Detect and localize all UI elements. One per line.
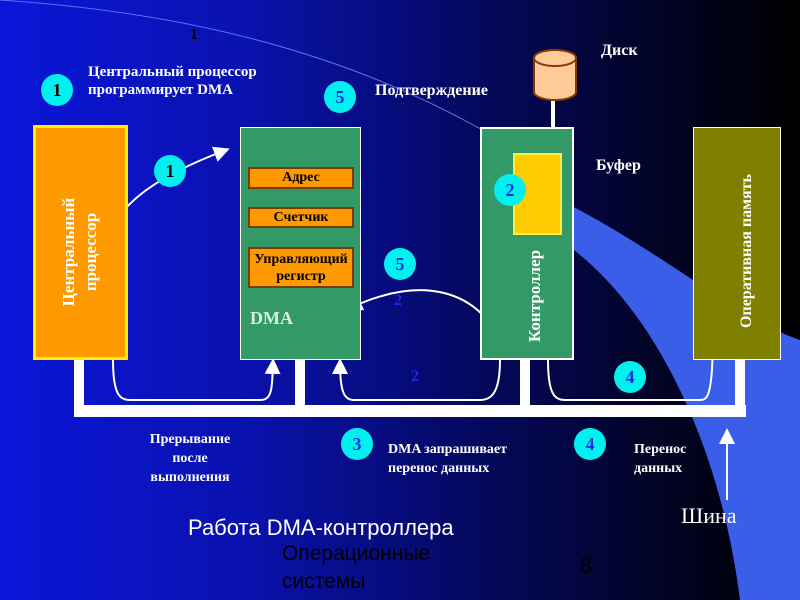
- step-badge-4: 4: [574, 428, 606, 460]
- loop-controller-to-dma: [332, 358, 501, 401]
- step-badge-1-arrow: 1: [154, 155, 186, 187]
- buffer-label: Буфер: [596, 157, 641, 174]
- dma-label: DMA: [250, 308, 293, 328]
- cpu-box: [33, 125, 128, 360]
- step-1-text: Центральный процессор программирует DMA: [88, 64, 257, 98]
- loop-cpu-to-dma: [112, 358, 281, 401]
- bus-bar: [74, 405, 746, 417]
- step-4-text: Перенос данных: [634, 442, 687, 476]
- background-swoosh: [560, 200, 800, 600]
- bus-stub-dma: [295, 358, 305, 408]
- step-badge-3: 3: [341, 428, 373, 460]
- step-5-text: Подтверждение: [375, 82, 488, 99]
- memory-box: [693, 127, 781, 360]
- dma-register-address: Адрес: [248, 167, 354, 189]
- footer-course: Операционные системы: [282, 542, 431, 593]
- bus-label: Шина: [681, 503, 737, 528]
- step-badge-5-arrow: 5: [384, 248, 416, 280]
- interrupt-text: Прерывание после выполнения: [149, 432, 231, 485]
- slide-title: Работа DMA-контроллера: [188, 515, 454, 540]
- bus-stub-memory: [735, 358, 745, 408]
- arrow-controller-to-dma: [346, 289, 491, 324]
- footer-page-number: 8: [580, 553, 593, 578]
- faint-step-2-lower: 2: [411, 368, 419, 385]
- buffer-box: [513, 153, 562, 235]
- bus-stub-cpu: [74, 358, 84, 408]
- background-arc: [0, 0, 501, 141]
- step-badge-4-loop: 4: [614, 361, 646, 393]
- disk-connector: [551, 98, 555, 128]
- dma-register-counter: Счетчик: [248, 207, 354, 228]
- step-badge-2: 2: [494, 174, 526, 206]
- step-3-text: DMA запрашивает перенос данных: [388, 442, 507, 476]
- dma-register-control: Управляющий регистр: [248, 247, 354, 288]
- step-badge-5: 5: [324, 81, 356, 113]
- disk-label: Диск: [601, 42, 638, 59]
- bus-stub-controller: [520, 358, 530, 408]
- faint-step-2-upper: 2: [394, 292, 402, 309]
- dma-box: [240, 127, 361, 360]
- stray-digit: 1: [190, 26, 198, 43]
- step-badge-1: 1: [41, 74, 73, 106]
